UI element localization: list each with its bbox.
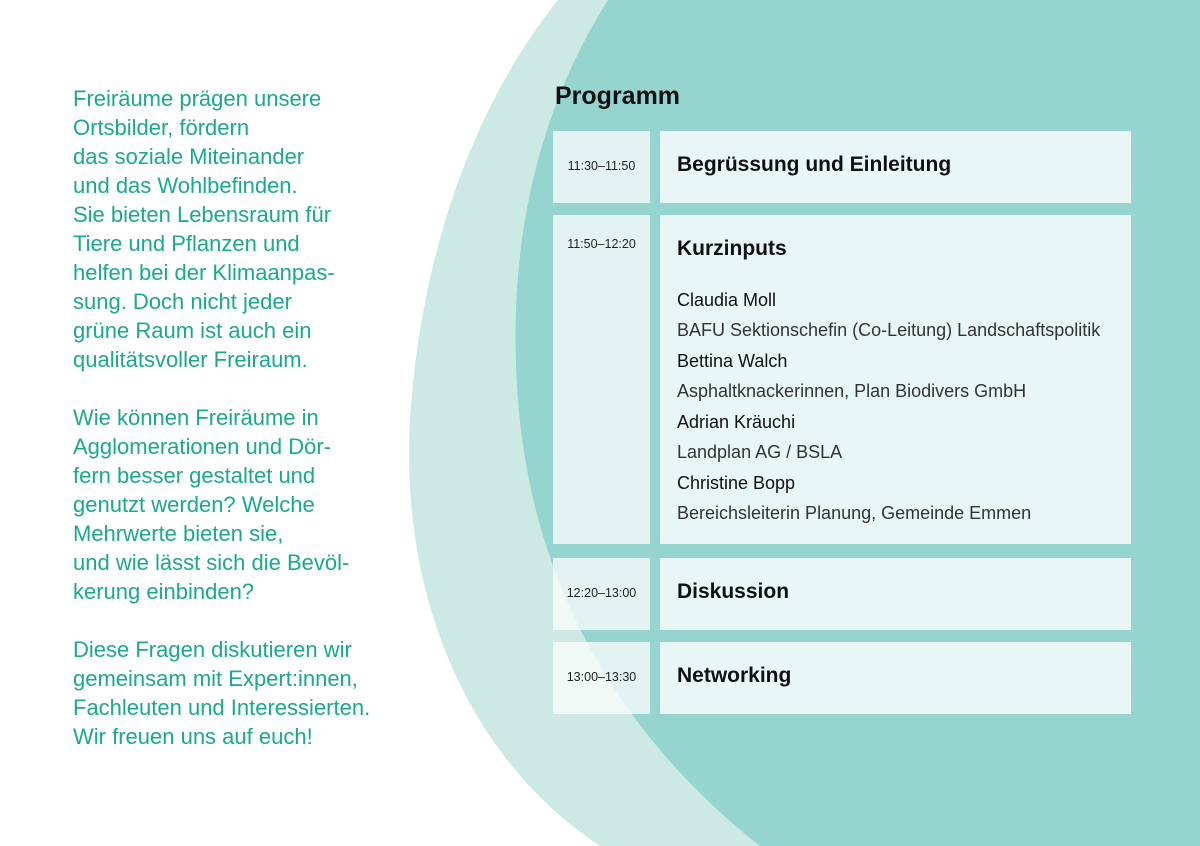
speaker-list: Claudia Moll BAFU Sektionschefin (Co-Lei… <box>677 285 1127 529</box>
speaker-role: Landplan AG / BSLA <box>677 442 843 462</box>
program-item-title: Begrüssung und Einleitung <box>677 153 952 176</box>
intro-paragraph-2: Wie können Freiräume in Agglomerationen … <box>73 405 350 604</box>
speaker-name: Bettina Walch <box>677 351 788 371</box>
program-item-title: Kurzinputs <box>677 237 787 260</box>
speaker-name: Claudia Moll <box>677 290 777 310</box>
intro-text: Freiräume prägen unsere Ortsbilder, förd… <box>73 84 403 780</box>
intro-paragraph-3: Diese Fragen diskutieren wir gemeinsam m… <box>73 637 371 749</box>
program-item-networking: 13:00–13:30 Networking <box>553 642 1131 714</box>
program-item-title: Diskussion <box>677 580 790 603</box>
speaker-name: Christine Bopp <box>677 473 796 493</box>
speaker-role: BAFU Sektionschefin (Co-Leitung) Landsch… <box>677 320 1101 340</box>
program-item-title: Networking <box>677 664 792 687</box>
program-item-time: 11:30–11:50 <box>567 159 636 173</box>
program-item-kurzinputs: 11:50–12:20 Kurzinputs Claudia Moll BAFU… <box>553 215 1131 544</box>
speaker-role: Asphaltknackerinnen, Plan Biodivers GmbH <box>677 381 1027 401</box>
intro-paragraph-1: Freiräume prägen unsere Ortsbilder, förd… <box>73 86 335 372</box>
speaker-name: Adrian Kräuchi <box>677 412 796 432</box>
program-item-time: 11:50–12:20 <box>567 237 636 251</box>
program-item-begruessung: 11:30–11:50 Begrüssung und Einleitung <box>553 131 1131 203</box>
program-item-time: 12:20–13:00 <box>566 586 637 600</box>
program-title: Programm <box>555 82 681 110</box>
speaker-role: Bereichsleiterin Planung, Gemeinde Emmen <box>677 503 1032 523</box>
program-item-diskussion: 12:20–13:00 Diskussion <box>553 558 1131 630</box>
program-item-time: 13:00–13:30 <box>566 670 637 684</box>
